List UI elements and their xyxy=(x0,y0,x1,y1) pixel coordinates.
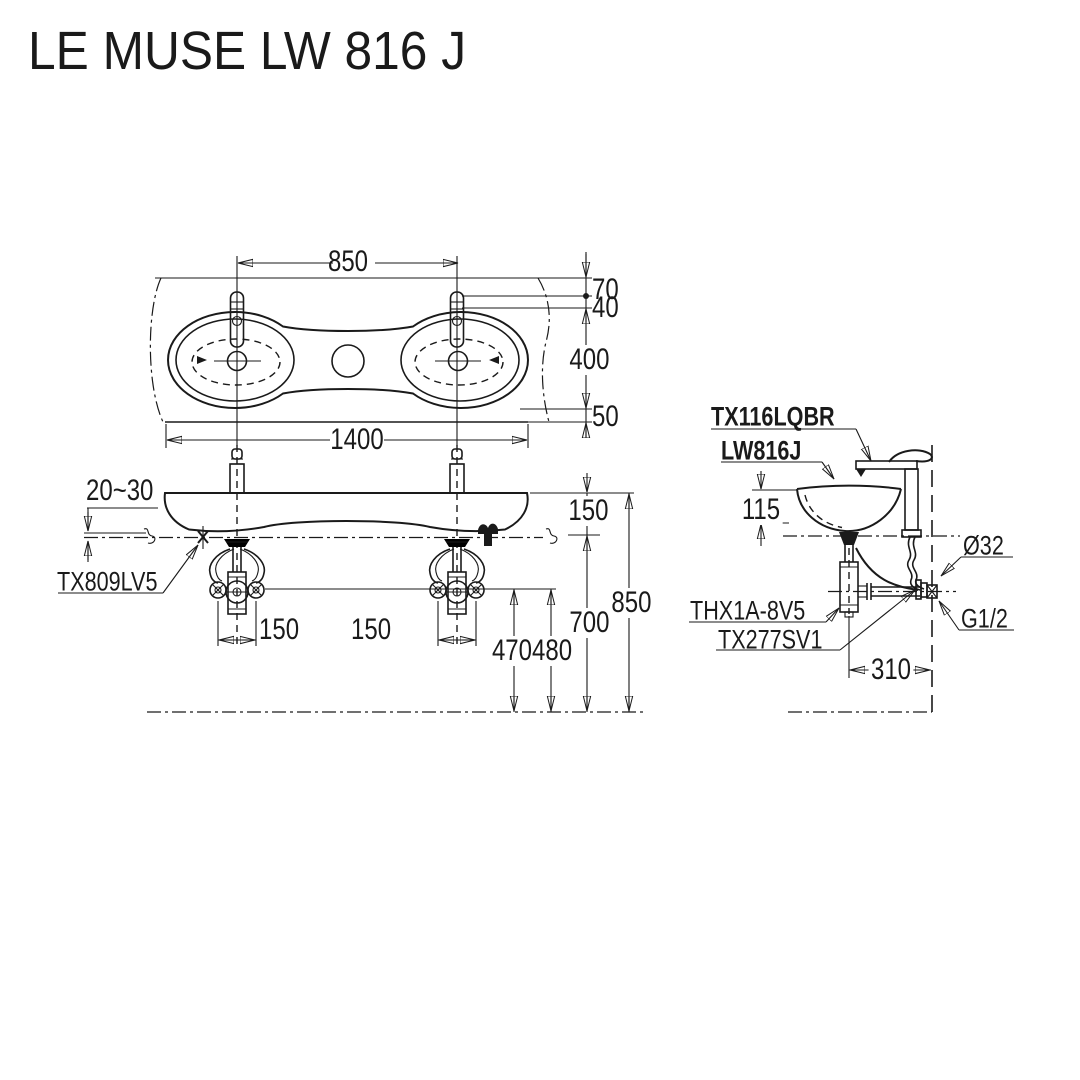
dim-20-30 xyxy=(87,507,158,562)
right-drain-assembly xyxy=(428,539,486,615)
part-label-tx809lv5: TX809LV5 xyxy=(57,566,158,597)
dim-label-50: 50 xyxy=(592,400,619,433)
top-view-drawing xyxy=(149,252,592,448)
part-label-tx277sv1: TX277SV1 xyxy=(718,624,823,655)
faucet-side xyxy=(855,449,933,538)
waste-pipe-curve xyxy=(855,547,919,591)
bottle-trap xyxy=(839,561,920,618)
leader-tx277sv1 xyxy=(716,590,915,651)
dim-150-left-drain xyxy=(217,601,257,646)
leader-o32 xyxy=(941,556,1013,576)
basin-outline-top xyxy=(167,311,529,409)
page-title: LE MUSE LW 816 J xyxy=(28,21,467,81)
dim-label-850-top: 850 xyxy=(327,245,369,278)
part-label-g12: G1/2 xyxy=(961,603,1008,634)
dim-150-right-drain xyxy=(437,601,477,646)
part-label-lw816j: LW816J xyxy=(721,435,802,466)
dim-label-70: 70 xyxy=(592,273,619,306)
dim-label-470: 470 xyxy=(491,634,532,667)
part-label-tx116lqbr: TX116LQBR xyxy=(711,401,835,432)
leader-tx116lqbr xyxy=(711,428,872,461)
dim-label-115: 115 xyxy=(739,495,783,525)
counter-right-break-line xyxy=(537,277,550,423)
dim-label-480: 480 xyxy=(532,634,573,667)
leader-tx809lv5 xyxy=(58,545,198,594)
basin-outline-front xyxy=(163,492,529,533)
left-drain-assembly xyxy=(208,539,266,615)
counter-left-break-line xyxy=(149,277,164,423)
part-label-thx1a8v5: THX1A-8V5 xyxy=(690,595,806,626)
break-symbol-left xyxy=(143,528,156,544)
dim-1400 xyxy=(165,424,529,448)
dim-label-150-left: 150 xyxy=(259,613,300,646)
break-symbol-right xyxy=(545,528,558,544)
dim-label-20-30: 20~30 xyxy=(86,474,154,507)
bowl-rim-side xyxy=(796,484,902,490)
mount-bracket-left xyxy=(197,526,209,549)
left-overflow-mark xyxy=(197,356,207,364)
part-label-o32: Ø32 xyxy=(963,530,1004,561)
mount-bracket-right xyxy=(478,523,498,546)
side-view-drawing xyxy=(689,428,1014,713)
dim-label-470-480: 470480 xyxy=(489,634,575,667)
drain-fitting-side xyxy=(839,532,859,545)
dim-label-310: 310 xyxy=(868,655,914,685)
leader-g12 xyxy=(939,601,1014,631)
dim-label-40: 40 xyxy=(592,291,619,324)
dim-label-400: 400 xyxy=(567,345,612,375)
dim-label-150-height: 150 xyxy=(566,496,611,526)
bowl-underside xyxy=(796,488,902,533)
front-view-drawing xyxy=(58,445,645,713)
center-hole xyxy=(331,344,365,378)
dim-label-1400: 1400 xyxy=(330,423,384,456)
leader-thx1a8v5 xyxy=(689,608,839,623)
dim-label-700: 700 xyxy=(567,608,612,638)
dim-310 xyxy=(848,548,931,678)
leader-lw816j xyxy=(721,461,834,479)
dim-label-150-right: 150 xyxy=(351,613,392,646)
wall-connection-fittings xyxy=(915,579,938,600)
right-overflow-mark xyxy=(489,356,499,364)
dim-label-850-front: 850 xyxy=(609,588,654,618)
